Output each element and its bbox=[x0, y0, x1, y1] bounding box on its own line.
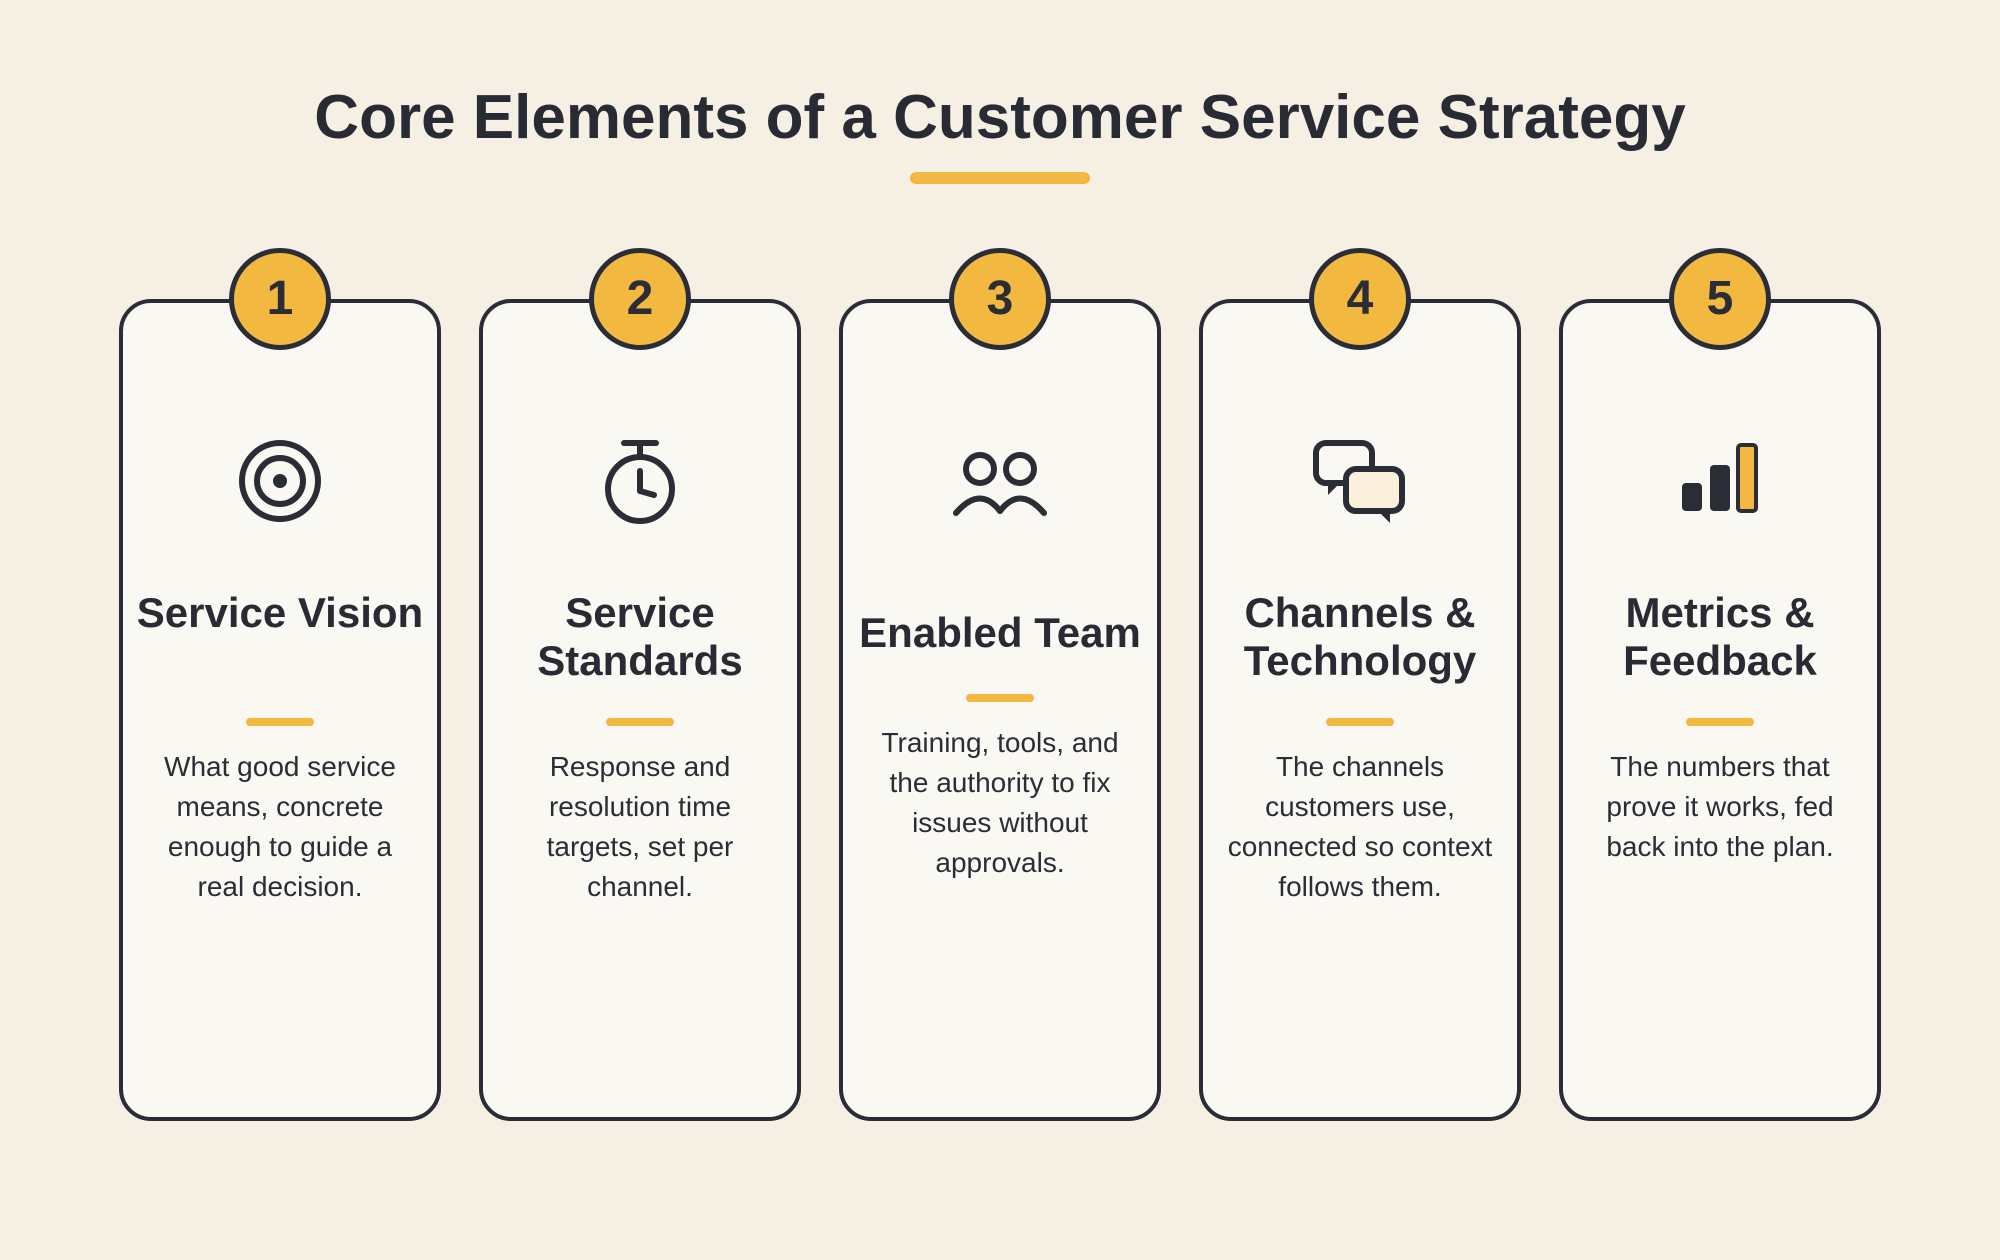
card-description: The channels customers use, connected so… bbox=[1227, 751, 1493, 902]
card-enabled-team: 3 Enabled Team Training, tools, and the … bbox=[839, 248, 1161, 1121]
card-service-vision: 1 Service Vision What good service means… bbox=[119, 248, 441, 1121]
card-divider bbox=[246, 718, 314, 726]
card-divider bbox=[1686, 718, 1754, 726]
title-underline bbox=[910, 172, 1090, 184]
card-title: Enabled Team bbox=[859, 609, 1141, 656]
card-title: Channels & Technology bbox=[1243, 589, 1477, 684]
card-description: Training, tools, and the authority to fi… bbox=[881, 727, 1119, 878]
card-description: Response and resolution time targets, se… bbox=[546, 751, 734, 902]
card-divider bbox=[606, 718, 674, 726]
card-description: The numbers that prove it works, fed bac… bbox=[1606, 751, 1834, 862]
step-number-badge: 3 bbox=[949, 248, 1051, 350]
card-title: Metrics & Feedback bbox=[1623, 589, 1817, 684]
stopwatch-icon bbox=[590, 431, 690, 531]
card-channels-technology: 4 Channels & Technology The channels cus… bbox=[1199, 248, 1521, 1121]
step-number-badge: 2 bbox=[589, 248, 691, 350]
card-divider bbox=[966, 694, 1034, 702]
card-divider bbox=[1326, 718, 1394, 726]
card-title: Service Vision bbox=[136, 589, 424, 636]
people-icon bbox=[950, 431, 1050, 531]
step-number-badge: 5 bbox=[1669, 248, 1771, 350]
card-description: What good service means, concrete enough… bbox=[164, 751, 396, 902]
bar-chart-icon bbox=[1670, 431, 1770, 531]
chat-bubbles-icon bbox=[1310, 431, 1410, 531]
step-number-badge: 1 bbox=[229, 248, 331, 350]
card-metrics-feedback: 5 Metrics & Feedback The numbers that pr… bbox=[1559, 248, 1881, 1121]
card-title: Service Standards bbox=[537, 589, 743, 684]
step-number-badge: 4 bbox=[1309, 248, 1411, 350]
target-icon bbox=[230, 431, 330, 531]
page-title: Core Elements of a Customer Service Stra… bbox=[314, 83, 1686, 152]
card-service-standards: 2 Service Standards Response and resolut… bbox=[479, 248, 801, 1121]
